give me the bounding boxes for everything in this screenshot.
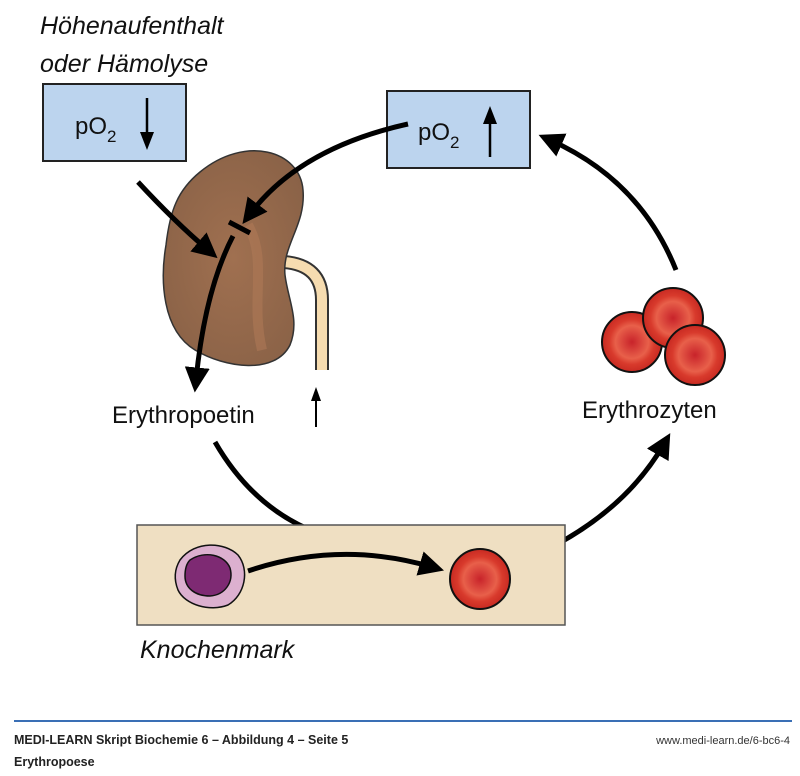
inhibition-bar-icon — [227, 219, 252, 236]
stem-cell-nucleus-icon — [184, 553, 232, 597]
trigger-label-line1: Höhenaufenthalt — [40, 12, 225, 40]
arrow-po2-to-kidney — [136, 180, 218, 259]
erythrocyte-icon — [449, 548, 511, 610]
arrow-stem-to-rbc — [247, 551, 444, 576]
arrow-down-head-icon — [140, 132, 154, 150]
po2-low-box: pO2 — [42, 83, 187, 162]
po2-low-label: pO2 — [75, 113, 116, 146]
trigger-label-line2: oder Hämolyse — [40, 50, 208, 78]
po2-high-label: pO2 — [418, 119, 459, 152]
erythrozyten-label: Erythrozyten — [582, 397, 717, 424]
ureter — [283, 257, 327, 370]
po2-high-box: pO2 — [386, 90, 531, 169]
erythropoetin-label: Erythropoetin — [112, 402, 255, 429]
footer-url[interactable]: www.medi-learn.de/6-bc6-4 — [656, 735, 790, 747]
footer-subtitle: Erythropoese — [14, 755, 95, 769]
erythropoiesis-diagram: Höhenaufenthalt oder Hämolyse pO2 pO2 Er… — [40, 12, 726, 664]
footer-divider — [14, 720, 792, 722]
footer-title: MEDI-LEARN Skript Biochemie 6 – Abbildun… — [14, 733, 349, 747]
arrow-rbc-to-po2 — [538, 133, 679, 271]
knochenmark-label: Knochenmark — [140, 636, 296, 664]
arrow-up-head-icon — [483, 106, 497, 124]
arrow-feedback-inhibit — [242, 121, 409, 224]
kidney-icon — [162, 150, 304, 367]
kidney-highlight — [243, 222, 267, 352]
erythrocyte-cluster-icon — [601, 287, 726, 386]
arrow-kidney-to-epo — [184, 234, 236, 393]
